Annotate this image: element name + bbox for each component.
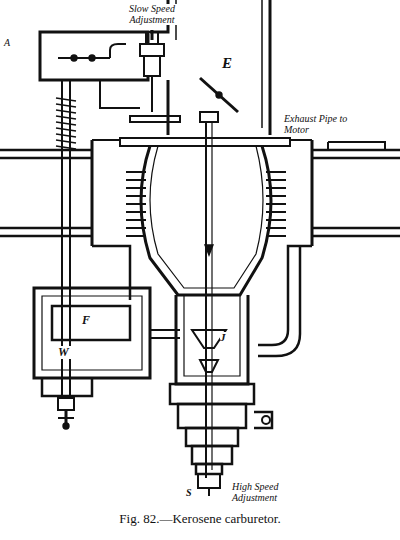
fin-stroke	[266, 179, 286, 181]
fin-stroke	[126, 195, 146, 197]
high-speed-screw	[198, 474, 220, 488]
fin-stroke	[126, 187, 146, 189]
drain-cock	[58, 398, 74, 429]
fin-stroke	[266, 219, 286, 221]
figure-caption: Fig. 82.—Kerosene carburetor.	[0, 512, 400, 526]
callout-letter: W	[58, 346, 74, 359]
fin-stroke	[126, 171, 146, 173]
fin-stroke	[266, 211, 286, 213]
fin-stroke	[126, 203, 146, 205]
air-intake	[40, 32, 148, 80]
fin-stroke	[126, 179, 146, 181]
fin-stroke	[266, 227, 286, 229]
fin-stroke	[126, 227, 146, 229]
needle-rod	[200, 112, 218, 478]
part-label: High Speed Adjustment	[232, 482, 296, 503]
fin-stroke	[266, 187, 286, 189]
fin-stroke	[126, 235, 146, 237]
elbow-pipe	[258, 246, 300, 356]
exhaust-pipe	[0, 140, 400, 246]
float-chamber	[34, 288, 180, 396]
throttle-valve	[200, 78, 238, 112]
fin-stroke	[56, 110, 76, 113]
fin-stroke	[126, 211, 146, 213]
fin-stroke	[56, 98, 76, 101]
fin-stroke	[266, 235, 286, 237]
float-rod	[56, 80, 140, 408]
fin-stroke	[56, 140, 76, 143]
callout-letter: F	[82, 314, 96, 327]
fin-stroke	[56, 116, 76, 119]
part-label: Exhaust Pipe to Motor	[284, 114, 356, 135]
callout-letter: A	[4, 38, 16, 49]
fin-stroke	[56, 134, 76, 137]
callout-letter: E	[222, 56, 238, 72]
fin-stroke	[266, 171, 286, 173]
fin-stroke	[56, 146, 76, 149]
callout-letter: J	[220, 332, 232, 344]
mixing-chamber	[176, 295, 248, 384]
fin-stroke	[266, 203, 286, 205]
float	[52, 306, 130, 340]
callout-letter: S	[186, 488, 196, 499]
lower-fittings	[170, 384, 272, 496]
fin-stroke	[126, 219, 146, 221]
fin-stroke	[56, 104, 76, 107]
fin-stroke	[266, 195, 286, 197]
fin-stroke	[56, 122, 76, 125]
part-label: Slow Speed Adjustment	[118, 4, 186, 25]
fin-stroke	[56, 128, 76, 131]
vaporizer-chamber	[92, 138, 312, 300]
